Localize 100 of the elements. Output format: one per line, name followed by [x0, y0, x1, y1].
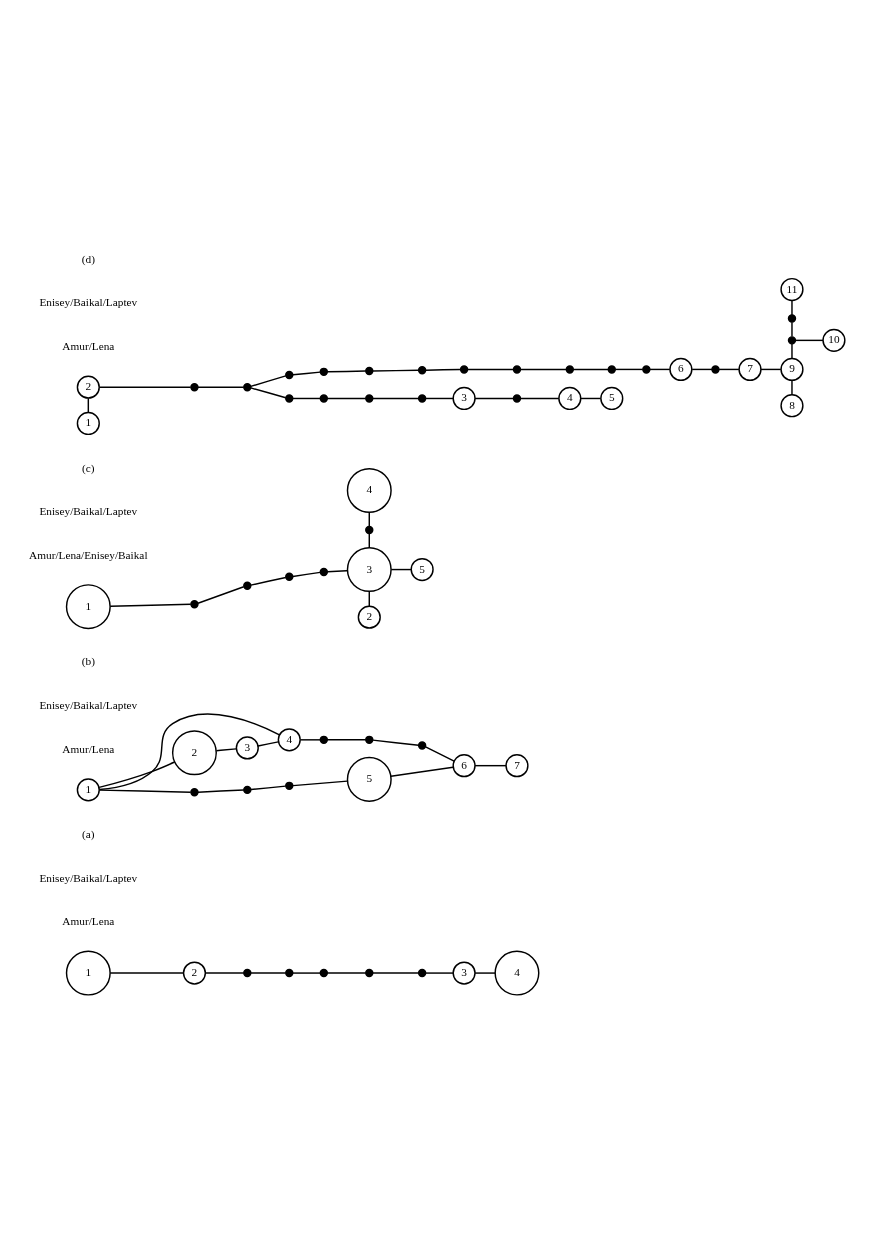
- connector: [109, 972, 185, 974]
- node-dot: [285, 572, 294, 582]
- node-circle: 10: [822, 328, 846, 352]
- node-circle: 7: [505, 754, 529, 778]
- node-dot: [512, 365, 522, 374]
- connector: [98, 761, 176, 789]
- node-dot: [243, 968, 252, 978]
- node-dot: [365, 366, 374, 376]
- node-circle: 4: [277, 728, 301, 752]
- node-circle: 7: [738, 357, 762, 382]
- node-dot: [319, 968, 329, 978]
- connector: [791, 379, 793, 396]
- label: (a): [82, 828, 95, 841]
- connector: [425, 368, 462, 371]
- connector: [292, 371, 321, 376]
- node-circle: 3: [235, 736, 259, 760]
- node-dot: [512, 394, 522, 403]
- node-circle: 6: [452, 754, 476, 778]
- node-dot: [285, 968, 294, 978]
- node-dot: [319, 367, 329, 377]
- node-circle: 5: [600, 386, 624, 411]
- node-dot: [365, 735, 374, 745]
- connector: [474, 397, 515, 400]
- connector: [390, 766, 454, 778]
- connector: [326, 370, 367, 373]
- node-circle: 1: [76, 778, 100, 802]
- connector: [372, 739, 420, 746]
- connector: [718, 368, 740, 371]
- node-circle: 3: [452, 386, 476, 411]
- node-circle: 2: [76, 375, 100, 399]
- label: Amur/Lena: [62, 742, 115, 755]
- node-dot: [319, 394, 329, 403]
- node-dot: [365, 968, 374, 978]
- node-circle: 1: [65, 584, 111, 630]
- node-circle: 11: [780, 277, 804, 302]
- connector: [250, 387, 287, 399]
- node-circle: 2: [357, 605, 381, 629]
- label: Amur/Lena: [62, 915, 115, 928]
- node-circle: 2: [171, 730, 217, 776]
- label: (b): [81, 655, 95, 668]
- label: Enisey/Baikal/Laptev: [39, 505, 138, 518]
- node-dot: [190, 600, 199, 609]
- connector: [791, 343, 793, 360]
- connector: [326, 397, 367, 400]
- node-circle: 5: [410, 557, 434, 582]
- connector: [794, 339, 824, 342]
- connector: [257, 741, 280, 747]
- node-dot: [417, 394, 427, 403]
- connector: [466, 368, 515, 371]
- node-dot: [365, 525, 374, 535]
- node-circle: 1: [76, 411, 100, 436]
- node-dot: [417, 741, 427, 750]
- connector: [372, 972, 420, 974]
- connector: [760, 368, 782, 371]
- node-dot: [285, 394, 294, 403]
- label: Enisey/Baikal/Laptev: [39, 296, 138, 309]
- node-circle: 2: [182, 961, 207, 985]
- node-dot: [787, 314, 797, 323]
- node-dot: [417, 366, 427, 375]
- node-dot: [190, 788, 199, 797]
- connector: [250, 375, 287, 388]
- connector: [98, 386, 192, 388]
- connector: [250, 785, 287, 791]
- node-circle: 4: [494, 950, 540, 996]
- connector: [204, 972, 245, 974]
- connector: [292, 780, 348, 787]
- connector: [326, 739, 367, 741]
- connector: [390, 568, 412, 571]
- node-circle: 8: [780, 394, 804, 418]
- connector: [425, 397, 454, 400]
- connector: [424, 746, 455, 762]
- label: (d): [81, 252, 95, 265]
- node-dot: [711, 365, 720, 374]
- node-circle: 4: [346, 467, 392, 513]
- node-dot: [285, 370, 294, 380]
- label: Enisey/Baikal/Laptev: [39, 698, 138, 711]
- node-circle: 5: [346, 756, 392, 802]
- connector: [299, 739, 322, 741]
- connector: [519, 397, 560, 400]
- node-dot: [285, 781, 294, 791]
- connector: [572, 368, 609, 371]
- node-dot: [607, 365, 616, 374]
- connector: [292, 397, 321, 400]
- node-dot: [459, 365, 469, 374]
- node-dot: [243, 382, 252, 392]
- connector: [791, 321, 793, 338]
- label: Amur/Lena: [62, 339, 115, 352]
- connector: [691, 368, 713, 371]
- connector: [372, 397, 420, 400]
- connector: [649, 368, 671, 371]
- connector: [292, 972, 321, 974]
- node-circle: 6: [669, 357, 693, 382]
- connector: [197, 789, 245, 793]
- connector: [372, 369, 420, 372]
- node-dot: [642, 365, 651, 374]
- connector: [197, 585, 245, 604]
- label: (c): [82, 461, 95, 474]
- connector: [519, 368, 567, 371]
- connector: [614, 368, 644, 371]
- connector: [98, 713, 281, 791]
